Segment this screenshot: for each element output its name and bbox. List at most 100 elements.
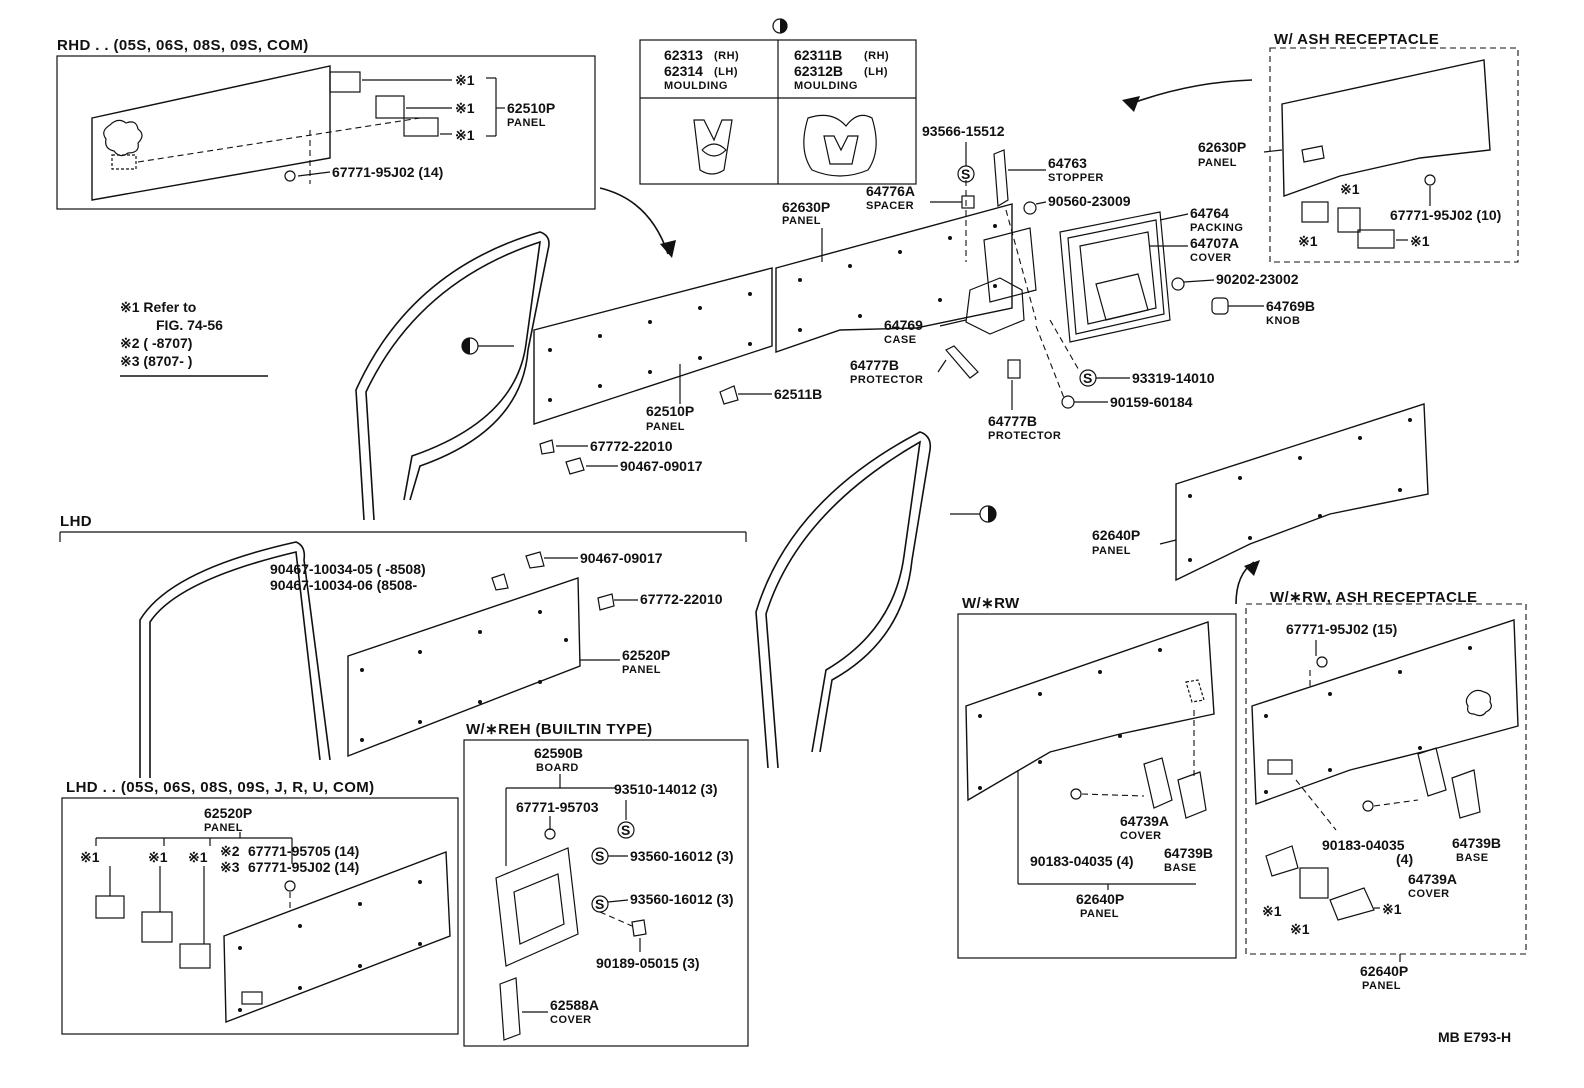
lhd-90467-10034-05-label: 90467-10034-05 ( -8508)	[270, 561, 426, 577]
clip-67772-icon	[539, 439, 555, 455]
moulding-62314-label: 62314	[664, 63, 703, 79]
lhd-sub-box-title: LHD . . (05S, 06S, 08S, 09S, J, R, U, CO…	[66, 779, 375, 796]
moulding-table: 62313 (RH) 62314 (LH) MOULDING 62311B (R…	[639, 18, 917, 185]
rw-ash-switch-2-icon	[1299, 867, 1329, 899]
ash-switch-3-icon	[1357, 229, 1395, 249]
reh-box-title: W/∗REH (BUILTIN TYPE)	[466, 721, 653, 738]
rw-box-title: W/∗RW	[962, 595, 1020, 612]
lhd-sub-mark-3: ※3	[220, 859, 240, 875]
label-spacer: SPACER	[866, 200, 914, 212]
reh-screw-icon	[631, 919, 647, 937]
reh-s-mark-3-text: S	[595, 896, 604, 912]
rw-ash-62640P-label: 62640P	[1360, 963, 1408, 979]
moulding-rh-left: (RH)	[714, 50, 739, 62]
ash-case-back-icon	[983, 227, 1037, 303]
lhd-weatherstrip	[139, 541, 331, 778]
reh-90189-05015-label: 90189-05015 (3)	[596, 955, 700, 971]
label-64777B-b: 64777B	[988, 413, 1037, 429]
rw-ash-67771-95J02-15-label: 67771-95J02 (15)	[1286, 621, 1397, 637]
rw-panel-label: PANEL	[1080, 908, 1119, 920]
label-67772-22010-center: 67772-22010	[590, 438, 673, 454]
lhd-sub-panel-label: PANEL	[204, 822, 243, 834]
right-62640P-panel-label: PANEL	[1092, 545, 1131, 557]
cover-64707A-icon	[1079, 231, 1157, 325]
protector-64777B-a-icon	[945, 345, 979, 379]
lhd-62520P-label: 62520P	[622, 647, 670, 663]
ash-box-title: W/ ASH RECEPTACLE	[1274, 31, 1439, 48]
lhd-sub-switch-1-icon	[95, 895, 125, 919]
lhd-sub-62520P-label: 62520P	[204, 805, 252, 821]
reh-board-shape	[495, 847, 579, 967]
label-knob: KNOB	[1266, 315, 1300, 327]
label-90560-23009: 90560-23009	[1048, 193, 1131, 209]
reh-s-mark-1-text: S	[621, 822, 630, 838]
note-2: ※2 ( -8707)	[120, 335, 192, 351]
moulding-62311B-label: 62311B	[794, 47, 842, 63]
panel-62630P-shape	[775, 203, 1013, 353]
rhd-flow-arrow	[599, 187, 669, 255]
ash-receptacle-parts: 93566-15512 S 64763 STOPPER 64776A SPACE…	[850, 79, 1315, 442]
moulding-profile-left-icon	[693, 119, 733, 175]
rw-washer-icon	[1070, 788, 1082, 800]
lhd-sub-switch-2-icon	[141, 911, 173, 943]
label-stopper: STOPPER	[1048, 172, 1104, 184]
s-mark-2-text: S	[1083, 370, 1092, 386]
ash-mark-1a: ※1	[1340, 181, 1360, 197]
rw-ash-cover-label: COVER	[1408, 888, 1450, 900]
clip-62511B-icon	[719, 385, 739, 405]
label-90159-60184: 90159-60184	[1110, 394, 1193, 410]
moulding-name-right: MOULDING	[794, 80, 858, 92]
note-3: ※3 (8707- )	[120, 353, 192, 369]
reh-box: W/∗REH (BUILTIN TYPE) 62590B BOARD 93510…	[463, 721, 749, 1047]
moulding-rh-right: (RH)	[864, 50, 889, 62]
center-62510P-label: 62510P	[646, 403, 694, 419]
ash-67771-95J02-10-label: 67771-95J02 (10)	[1390, 207, 1501, 223]
lhd-sub-mark-1b: ※1	[148, 849, 168, 865]
rw-90183-04035-label: 90183-04035 (4)	[1030, 853, 1134, 869]
lhd-sub-switch-3-icon	[179, 943, 211, 969]
moulding-name-left: MOULDING	[664, 80, 728, 92]
reh-62590B-label: 62590B	[534, 745, 583, 761]
rhd-panel-label: PANEL	[507, 117, 546, 129]
right-panel-62640P: 62640P PANEL	[1092, 403, 1429, 605]
moulding-62312B-label: 62312B	[794, 63, 843, 79]
rhd-panel-cutout	[103, 119, 143, 157]
rw-cover-64739A-icon	[1143, 757, 1173, 809]
protector-64777B-b-icon	[1007, 359, 1021, 379]
rw-ash-mark-1c: ※1	[1382, 901, 1402, 917]
label-packing: PACKING	[1190, 222, 1243, 234]
ash-mark-1c: ※1	[1410, 233, 1430, 249]
reh-cover-shape	[499, 977, 521, 1041]
reh-62588A-label: 62588A	[550, 997, 599, 1013]
panel-62640P-shape	[1175, 403, 1429, 582]
rw-ash-64739B-label: 64739B	[1452, 835, 1501, 851]
rhd-box: RHD . . (05S, 06S, 08S, 09S, COM) ※1 ※1 …	[56, 37, 596, 210]
label-64776A: 64776A	[866, 183, 915, 199]
lhd-90467-10034-06-label: 90467-10034-06 (8508-	[270, 577, 417, 593]
rhd-mark-1b: ※1	[455, 100, 475, 116]
ash-switch-2-icon	[1337, 207, 1361, 233]
reh-67771-95703-label: 67771-95703	[516, 799, 599, 815]
rhd-mark-1c: ※1	[455, 127, 475, 143]
lhd-62520P-panel-label: PANEL	[622, 664, 661, 676]
upper-weatherstrip	[355, 231, 550, 521]
ash-mark-1b: ※1	[1298, 233, 1318, 249]
moulding-lh-left: (LH)	[714, 66, 738, 78]
case-64769-icon	[965, 277, 1025, 335]
note-1b: FIG. 74-56	[156, 317, 223, 333]
label-62511B: 62511B	[774, 386, 822, 402]
panel-62510P-shape	[533, 267, 773, 425]
s-mark-text: S	[961, 166, 970, 182]
rw-ash-box: W/∗RW, ASH RECEPTACLE 67771-95J02 (15) ※…	[1245, 589, 1527, 992]
rw-ash-switch-1-icon	[1265, 845, 1299, 877]
figure-code: MB E793-H	[1438, 1029, 1511, 1045]
lhd-sub-panel-shape	[223, 851, 451, 1024]
reh-clip-icon	[544, 828, 556, 840]
label-93319-14010: 93319-14010	[1132, 370, 1215, 386]
label-64777B-a: 64777B	[850, 357, 899, 373]
nut-90560-icon	[1023, 201, 1037, 215]
rw-ash-64739A-label: 64739A	[1408, 871, 1457, 887]
lhd-panel-62520P-shape	[347, 577, 581, 758]
right-62640P-label: 62640P	[1092, 527, 1140, 543]
center-62630P-panel-label: PANEL	[782, 215, 821, 227]
